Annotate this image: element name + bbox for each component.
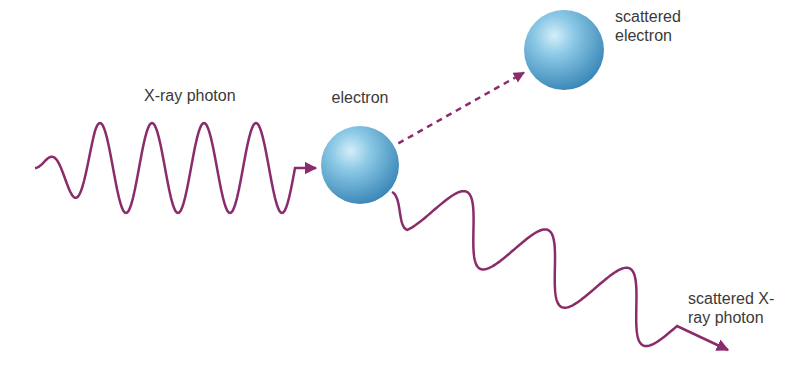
particle-label: electron bbox=[330, 88, 391, 107]
scattered-wave bbox=[392, 191, 728, 350]
particle-label: scattered electron bbox=[613, 7, 697, 45]
electron-sphere bbox=[524, 10, 604, 90]
photon-label: scattered X-ray photon bbox=[686, 289, 794, 327]
particle-circle: electron bbox=[320, 125, 400, 205]
incident-wave bbox=[35, 123, 316, 213]
photon-label: X-ray photon bbox=[142, 86, 238, 105]
recoil-arrow bbox=[398, 73, 524, 144]
electron-sphere bbox=[321, 126, 399, 204]
particle-circle: scattered electron bbox=[523, 9, 605, 91]
electron-ball bbox=[523, 9, 605, 91]
electron-ball bbox=[320, 125, 400, 205]
